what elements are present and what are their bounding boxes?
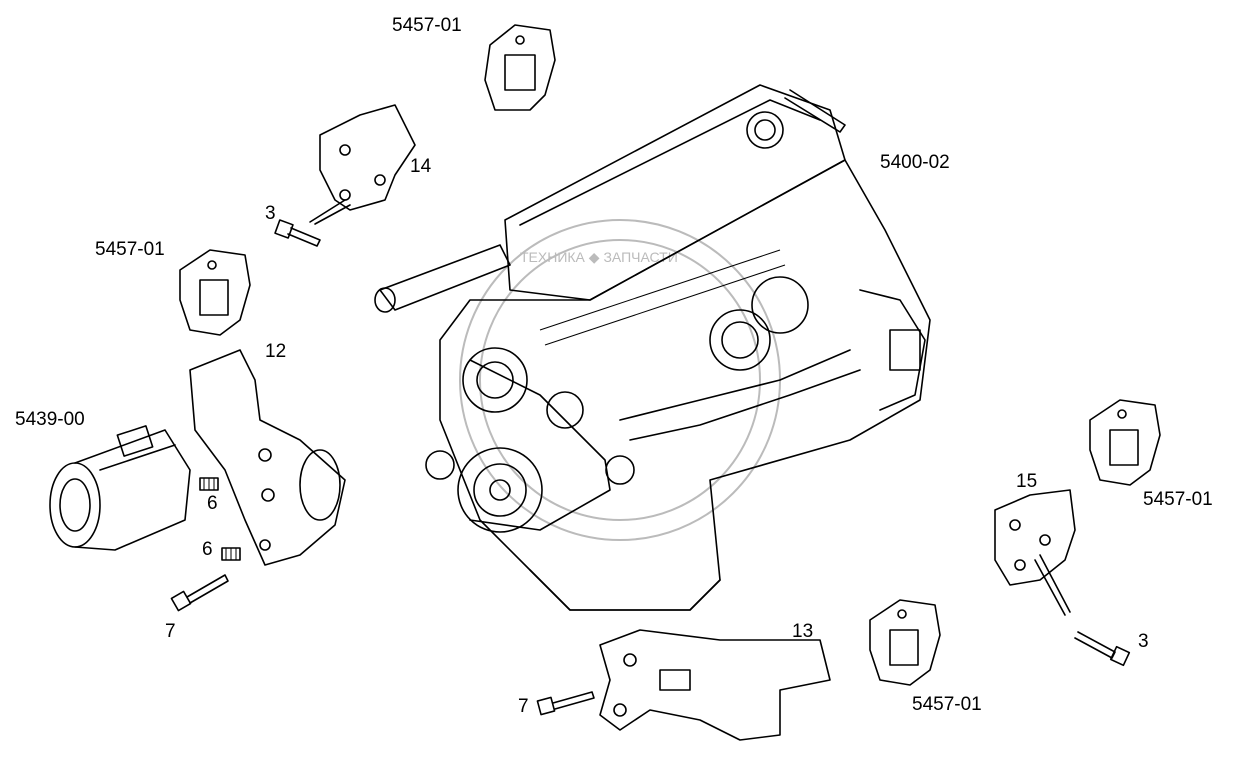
engine-assembly — [374, 84, 931, 611]
label-bolt-7-bottom: 7 — [518, 696, 529, 717]
bolt-7-left — [170, 574, 229, 612]
bracket-12 — [189, 349, 346, 566]
bolt-3-right — [1074, 631, 1131, 667]
label-compressor: 5439-00 — [15, 409, 85, 430]
label-bracket-15: 15 — [1016, 471, 1038, 492]
label-spacer-6-upper: 6 — [207, 493, 218, 514]
engine-mount-right — [1089, 399, 1161, 486]
bolt-7-bottom — [536, 691, 595, 716]
label-bracket-14: 14 — [410, 156, 432, 177]
label-spacer-6-lower: 6 — [202, 539, 213, 560]
label-mount-right: 5457-01 — [1143, 489, 1213, 510]
label-bracket-12: 12 — [265, 341, 287, 362]
watermark-text: ТЕХНИКА ◆ ЗАПЧАСТИ — [520, 249, 678, 265]
label-engine: 5400-02 — [880, 152, 950, 173]
bracket-14 — [309, 104, 416, 225]
engine-mount-left — [179, 249, 251, 336]
label-mount-top: 5457-01 — [392, 15, 462, 36]
label-mount-bottom: 5457-01 — [912, 694, 982, 715]
label-bracket-13: 13 — [792, 621, 814, 642]
engine-mount-top — [484, 24, 556, 111]
bolt-3-top — [274, 219, 321, 247]
ac-compressor — [49, 425, 191, 551]
label-mount-left: 5457-01 — [95, 239, 165, 260]
spacer-6-lower — [221, 547, 241, 561]
bracket-15 — [994, 489, 1076, 616]
label-bolt-3-right: 3 — [1138, 631, 1149, 652]
spacer-6-upper — [199, 477, 219, 491]
engine-mount-bottom — [869, 599, 941, 686]
bracket-13 — [599, 629, 831, 741]
label-bolt-7-left: 7 — [165, 621, 176, 642]
label-bolt-3-top: 3 — [265, 203, 276, 224]
